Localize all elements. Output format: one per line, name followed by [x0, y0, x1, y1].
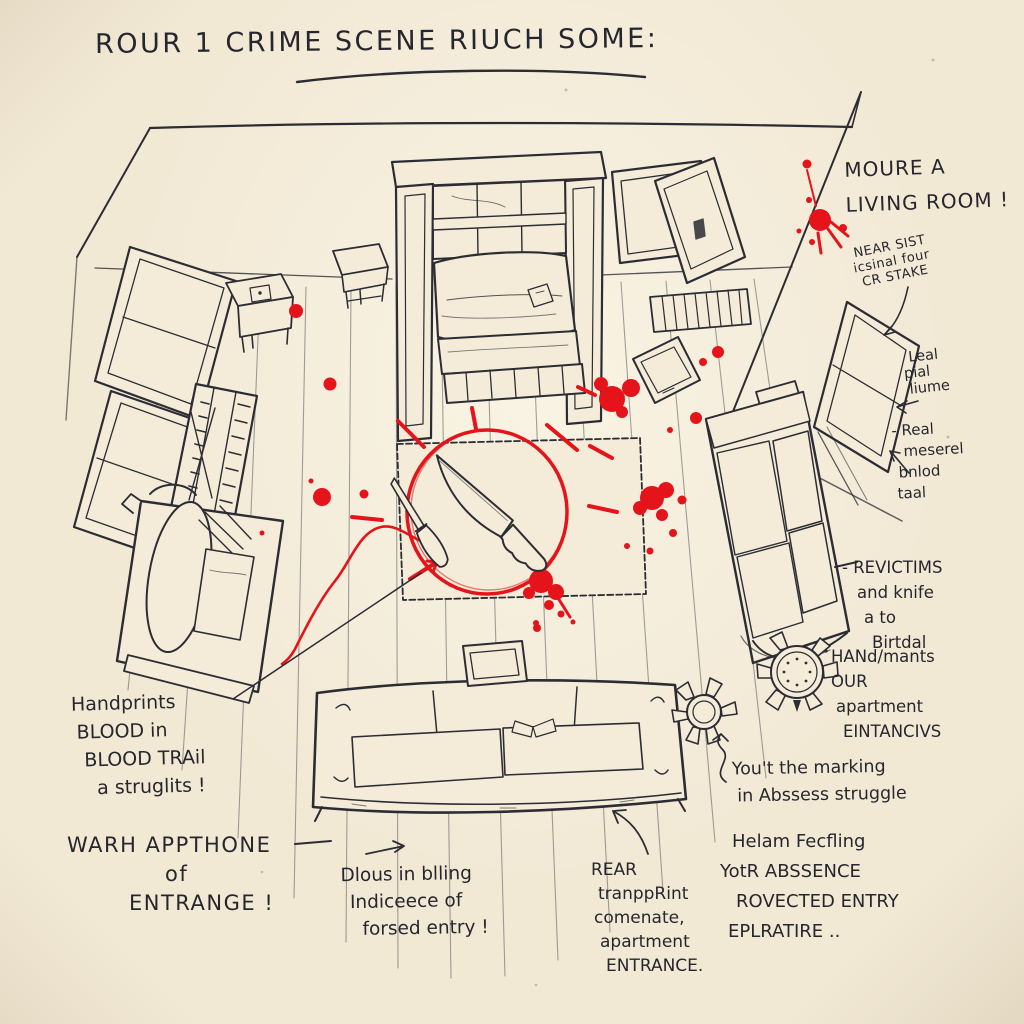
note-line: and knife	[857, 583, 934, 602]
fallen-frame	[632, 336, 701, 404]
entrance-dash	[294, 840, 332, 845]
note-line: ROVECTED ENTRY	[736, 891, 899, 912]
sketch-title: ROUR 1 CRIME SCENE RIUCH SOME:	[94, 23, 659, 60]
sofa-right	[704, 380, 851, 665]
note-line: EINTANCIVS	[843, 722, 942, 741]
note-line: Helam Fecfling	[732, 831, 866, 852]
blood-radial-marks	[350, 385, 619, 581]
note-living-room: MOURE A LIVING ROOM !	[844, 147, 1010, 223]
chef-knife-icon	[435, 454, 548, 572]
leal-arrow	[896, 400, 919, 414]
note-line: comenate,	[594, 908, 685, 928]
note-line: apartment	[836, 697, 924, 716]
note-absence: Helam Fecfling YotR ABSSENCE ROVECTED EN…	[720, 827, 899, 947]
note-line: a to	[864, 608, 896, 627]
door-open	[610, 156, 747, 285]
note-line: YotR ABSSENCE	[720, 861, 861, 882]
note-rear-entrance: REAR tranppRint comenate, apartment ENTR…	[591, 858, 703, 978]
note-line: LIVING ROOM !	[845, 187, 1010, 217]
blood-drops-left	[259, 304, 369, 536]
note-line: OUR	[831, 672, 868, 691]
window-right	[812, 300, 921, 506]
note-line: of	[165, 862, 189, 886]
forced-entry-arrow	[365, 840, 405, 855]
paring-knife-icon	[390, 477, 449, 568]
note-line: REAR	[591, 860, 637, 880]
note-marking: You't the marking in Abssess struggle	[732, 753, 907, 810]
armchair-left	[115, 483, 285, 704]
blood-splatter	[259, 159, 850, 666]
side-table	[225, 273, 294, 353]
cabinet-armchair	[390, 150, 608, 443]
title-underline	[295, 69, 647, 84]
note-line: - REVICTIMS	[842, 558, 943, 577]
blood-splat-wall	[796, 159, 850, 255]
flower-stool	[671, 677, 738, 745]
note-line: meserel	[902, 439, 964, 461]
note-line: WARH APPTHONE	[67, 833, 272, 857]
note-handprints: Handprints BLOOD in BLOOD TRAil a strugl…	[71, 687, 207, 802]
paper-specks	[260, 58, 950, 987]
blood-cluster-right	[533, 346, 724, 632]
side-stool	[332, 243, 389, 309]
note-handmants: HANd/mants OUR apartment EINTANCIVS	[831, 644, 941, 744]
revictims-dash	[834, 561, 858, 568]
round-table	[756, 631, 839, 712]
rear-arrow	[612, 809, 649, 855]
note-line: a struglits !	[96, 774, 206, 800]
note-line: HANd/mants	[831, 647, 935, 666]
sofa-bottom	[311, 679, 688, 822]
handprints-pointer-line	[232, 572, 422, 700]
note-line: You't the marking	[731, 756, 886, 780]
note-line: forsed entry !	[362, 916, 489, 940]
note-forced-entry: Dlous in blling Indiceece of forsed entr…	[340, 860, 489, 944]
note-entrance: WARH APPTHONE of ENTRANGE !	[67, 831, 274, 918]
coffee-table	[462, 640, 528, 687]
handmants-dot	[824, 649, 828, 653]
note-leal: Leal pial liume	[901, 346, 950, 398]
note-line: MOURE A	[844, 154, 946, 182]
note-line: tranppRint	[598, 884, 689, 904]
note-line: Handprints	[70, 691, 176, 716]
note-line: EPLRATIRE ..	[728, 921, 841, 942]
note-line: ENTRANCE.	[606, 956, 704, 976]
note-line: BLOOD TRAil	[84, 746, 206, 772]
note-line: Indiceece of	[349, 890, 463, 914]
blood-trail	[280, 525, 440, 666]
note-line: taal	[897, 483, 927, 503]
note-line: BLOOD in	[76, 719, 168, 744]
annotation-arrows	[232, 69, 919, 855]
note-line: Dlous in blling	[340, 862, 473, 887]
note-line: apartment	[600, 932, 690, 952]
note-line: in Abssess struggle	[737, 783, 907, 807]
note-revictims: - REVICTIMS and knife a to Birtdal	[842, 555, 942, 655]
note-line: Birtdal	[872, 633, 927, 652]
meserel-arrow	[889, 450, 910, 474]
wall-mat	[649, 288, 752, 333]
note-line: ENTRANGE !	[129, 891, 275, 915]
note-real-meserel: - Real meserel bnlod taal	[891, 417, 966, 505]
marking-squiggle-arrow	[712, 733, 729, 783]
near-sist-arrow	[883, 286, 909, 336]
